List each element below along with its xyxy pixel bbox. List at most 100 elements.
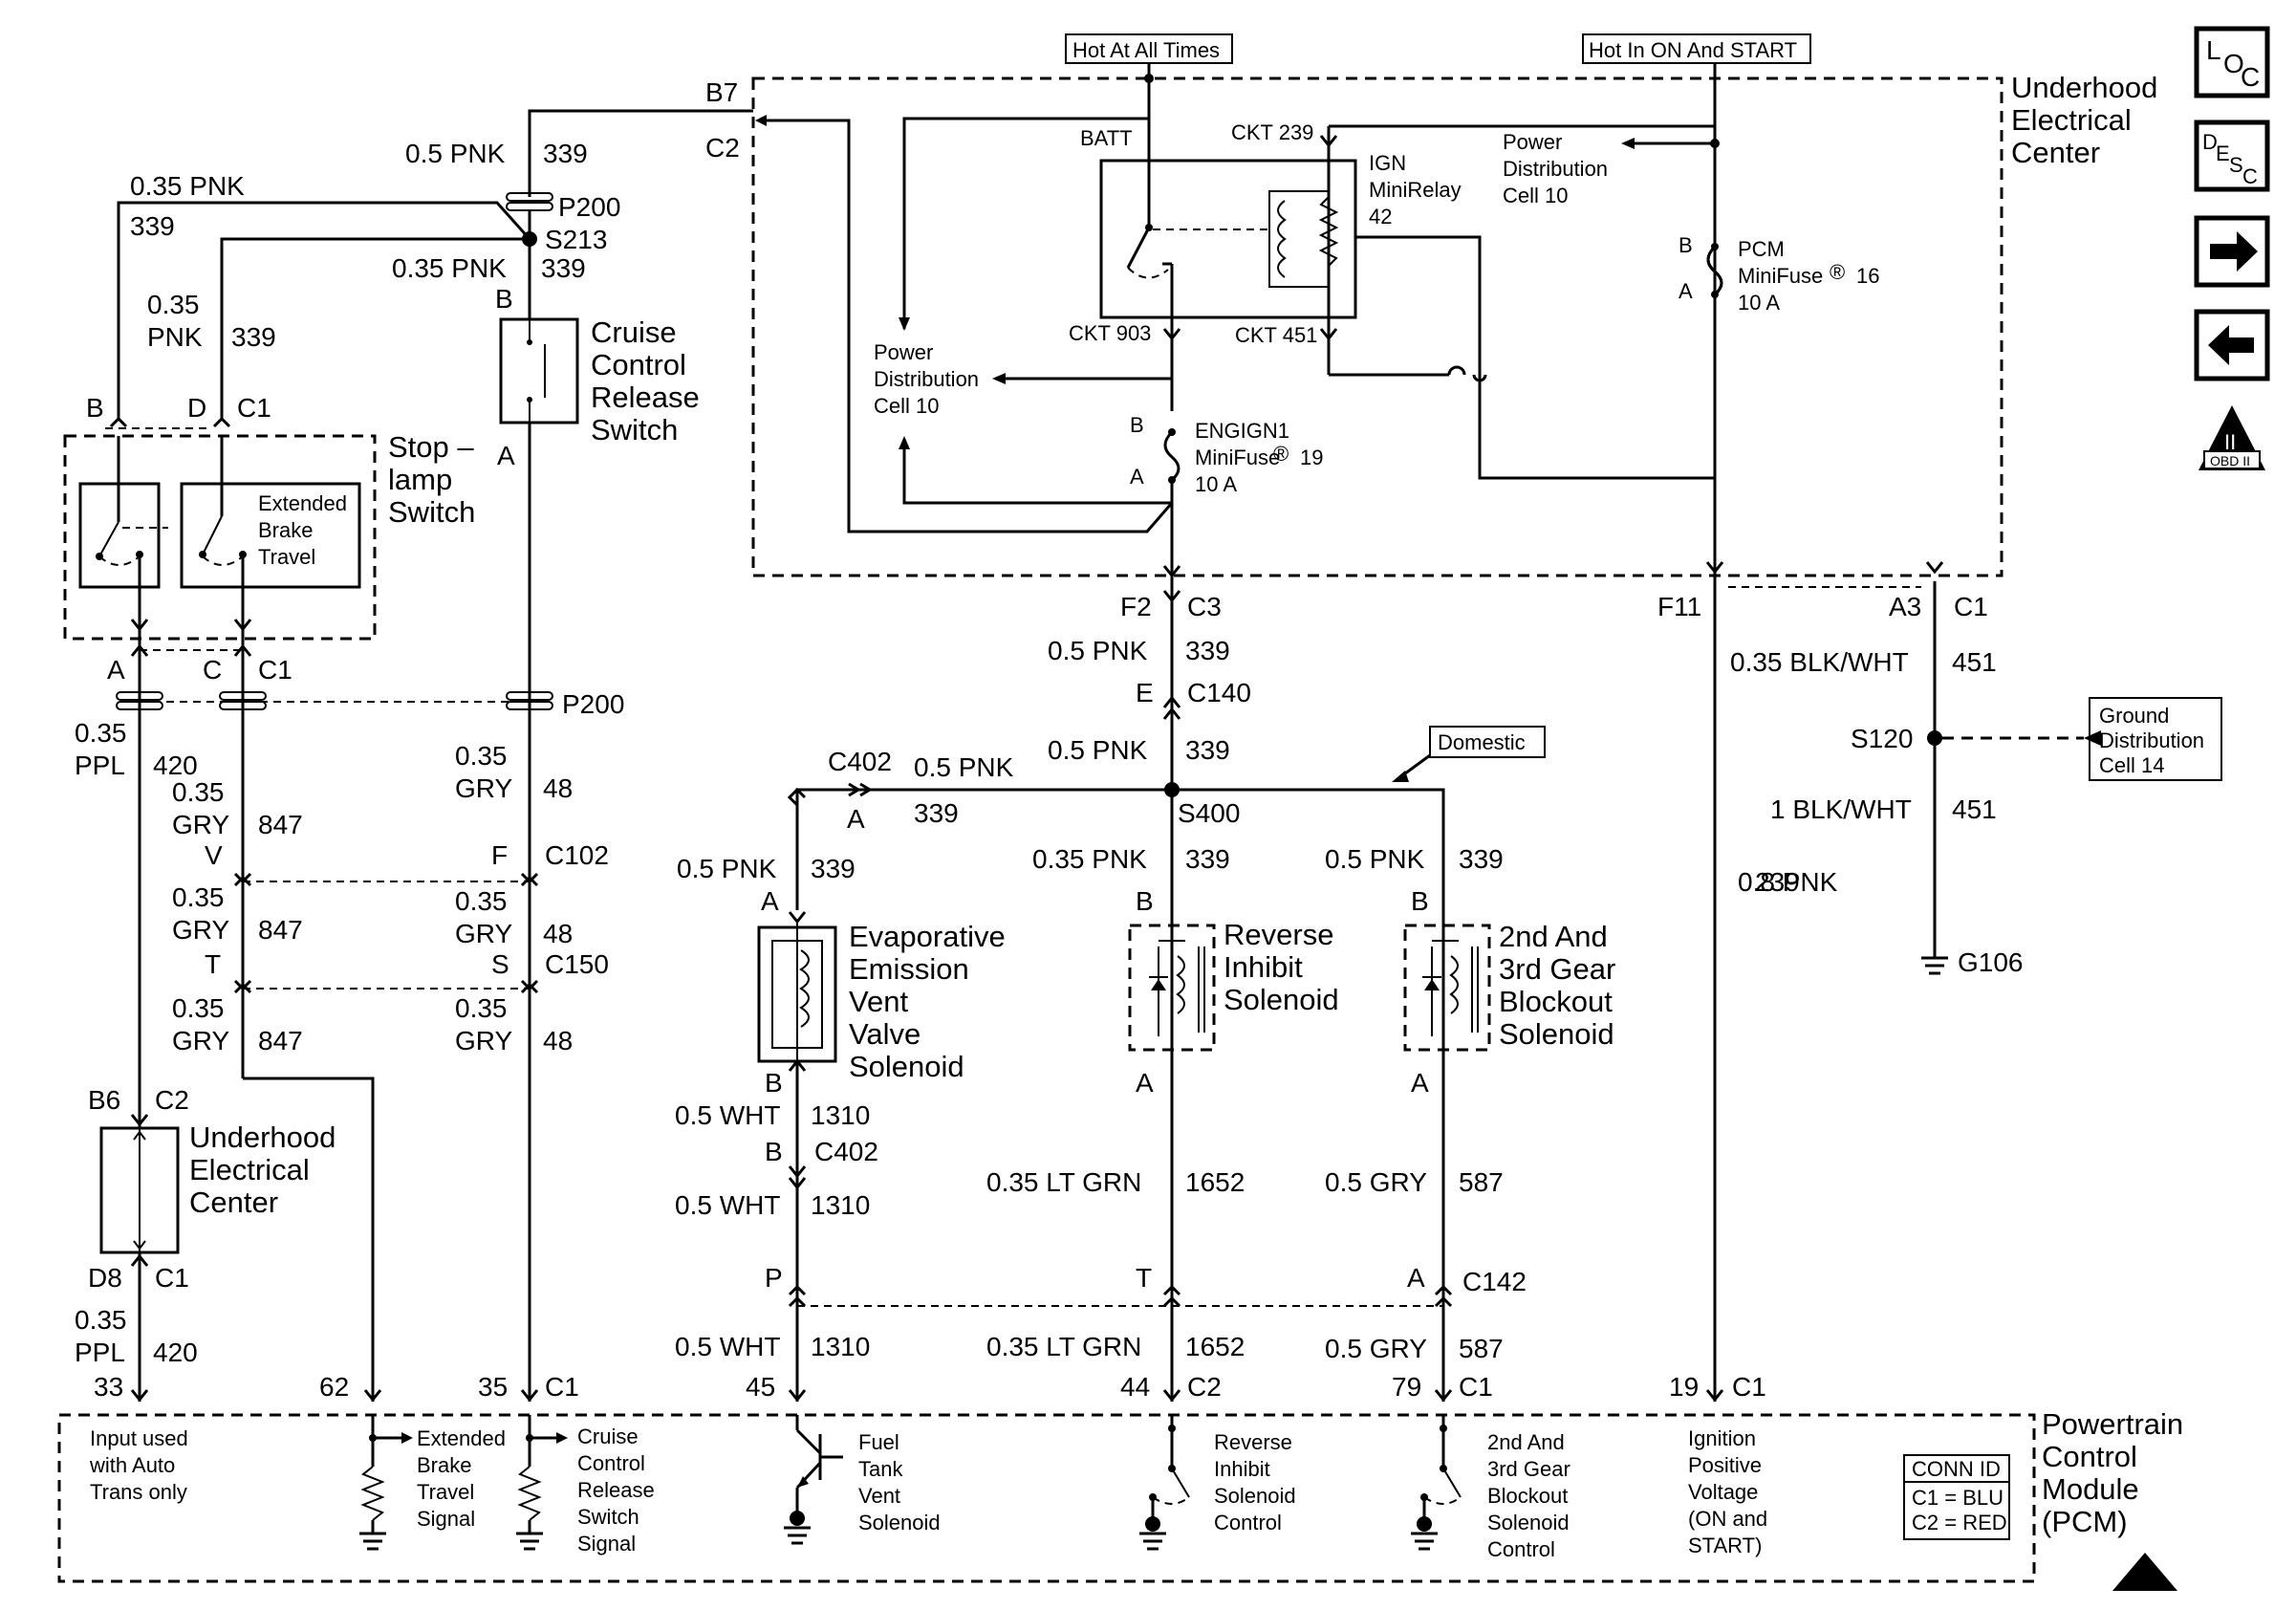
wire-rev-b-circuit: 339 (1185, 844, 1230, 874)
arrow-left-icon (2208, 325, 2254, 365)
conn-stop-a: A (107, 655, 125, 685)
cruise-sig-5: Signal (577, 1532, 636, 1556)
conn-s: S (491, 949, 509, 979)
input-note-2: with Auto (89, 1453, 175, 1477)
wire-blkwht1-circuit: 451 (1952, 647, 1997, 677)
loc-letter-c: C (2241, 62, 2260, 92)
wire-gry48-1-g2: GRY (455, 773, 512, 803)
wire-c3-gauge: 0.5 PNK (1048, 636, 1148, 665)
conn-p200-top: P200 (558, 192, 620, 222)
wire-gry48-1-circuit: 48 (543, 773, 573, 803)
obd-roman: II (2224, 430, 2236, 454)
conn-rev-a: A (1136, 1068, 1154, 1098)
second-3: Blockout (1499, 985, 1613, 1018)
ext-brake-sig-4: Signal (417, 1507, 475, 1531)
conn-b6: B6 (88, 1085, 120, 1115)
conn-c1-uec: C1 (155, 1263, 189, 1293)
desc-letter-d: D (2202, 130, 2218, 154)
pin-33: 33 (94, 1372, 123, 1402)
rev-ctrl-1: Reverse (1214, 1430, 1292, 1454)
pcm-fuse-name: PCM (1738, 237, 1785, 261)
conn-stop-c1-2: C1 (258, 655, 292, 685)
pdc-left-3: Cell 10 (874, 394, 939, 418)
wire-gry-c3-g2: GRY (172, 1026, 229, 1055)
left-section-wiring: B7 C2 0.5 PNK 339 P200 S213 0.35 PNK 339… (63, 77, 753, 1377)
conn-e: E (1136, 678, 1154, 707)
wire-gry-c2-circuit: 847 (258, 915, 303, 945)
ign-volt-2: Positive (1688, 1453, 1762, 1477)
ext-brake-sig-2: Brake (417, 1453, 471, 1477)
cruise-1: Cruise (591, 315, 677, 349)
conn-d8: D8 (88, 1263, 122, 1293)
wire-gry48-3-g1: 0.35 (455, 993, 508, 1023)
side-button-desc[interactable]: D E S C (2194, 120, 2270, 192)
conn-rev-b: B (1136, 886, 1154, 916)
pin-79: 79 (1392, 1372, 1421, 1402)
wire-ppl-a-g1: 0.35 (75, 718, 127, 748)
eng-fuse-num: 19 (1300, 446, 1323, 469)
splice-s400: S400 (1178, 798, 1240, 828)
ign-relay-3: 42 (1369, 205, 1392, 228)
eng-fuse-mini: MiniFuse (1195, 446, 1280, 469)
pdc-left-1: Power (874, 340, 933, 364)
conn-t142: T (1136, 1263, 1152, 1293)
wire-c402-gauge: 0.5 PNK (914, 752, 1014, 782)
eng-fuse-b: B (1130, 413, 1144, 437)
wire-ppl-a-g2: PPL (75, 751, 125, 780)
ign-volt-3: Voltage (1688, 1480, 1758, 1504)
pcm-title-3: Module (2042, 1472, 2139, 1506)
blockout-ctrl-4: Solenoid (1487, 1511, 1570, 1534)
desc-letter-e: E (2216, 141, 2230, 165)
underhood-electrical-center-top: Underhood Electrical Center (751, 71, 2157, 577)
eng-fuse-a: A (1130, 465, 1144, 489)
wire-blkwht2-gauge: 1 BLK/WHT (1770, 794, 1912, 824)
eng-fuse-name: ENGIGN1 (1195, 419, 1289, 443)
wire-evap-a-circuit: 339 (811, 854, 856, 883)
conn-a402: A (847, 804, 865, 834)
ckt239-label: CKT 239 (1231, 120, 1313, 144)
wire-pnk239-circuit: 239 (1755, 867, 1800, 897)
previous-page-button[interactable] (2194, 309, 2270, 381)
conn-cruise-a: A (497, 441, 515, 470)
blockout-ctrl-5: Control (1487, 1537, 1555, 1561)
pin-c2: C2 (1187, 1372, 1222, 1402)
wire-ltgrn1-gauge: 0.35 LT GRN (986, 1167, 1141, 1197)
next-page-button[interactable] (2194, 215, 2270, 288)
pin-19: 19 (1669, 1372, 1699, 1402)
uec-left-1: Underhood (189, 1120, 336, 1154)
wire-gry-c3-g1: 0.35 (172, 993, 225, 1023)
conn-id-c1: C1 = BLU (1912, 1486, 2004, 1510)
reverse-3: Solenoid (1224, 983, 1339, 1016)
obd-ii-button[interactable]: II OBD II (2199, 405, 2265, 470)
hot-at-all-times-label: Hot At All Times (1072, 38, 1220, 62)
evap-3: Vent (849, 985, 908, 1018)
wire-ltgrn2-circuit: 1652 (1185, 1332, 1245, 1361)
side-button-loc[interactable]: L O C (2194, 26, 2270, 98)
right-column-wiring: F11 0.8 PNK 239 A3 C1 0.35 BLK/WHT 451 S… (1657, 581, 2222, 1377)
ext-brake-1: Extended (258, 491, 347, 515)
ckt451-label: CKT 451 (1235, 323, 1317, 347)
pin-45: 45 (746, 1372, 775, 1402)
conn-evap-a: A (761, 886, 779, 916)
ground-g106: G106 (1958, 947, 2024, 977)
blockout-ctrl-3: Blockout (1487, 1484, 1568, 1508)
wire-c402-circuit: 339 (914, 798, 959, 828)
desc-letter-c: C (2242, 164, 2258, 188)
wire-blkwht1-gauge: 0.35 BLK/WHT (1730, 647, 1909, 677)
ext-brake-2: Brake (258, 518, 313, 542)
wire-pnk239-gauge: 0.8 PNK (1738, 867, 1838, 897)
wire-035pnk-left-gauge: 0.35 PNK (130, 171, 245, 201)
wire-ltgrn1-circuit: 1652 (1185, 1167, 1245, 1197)
ext-brake-sig-1: Extended (417, 1426, 506, 1450)
fuel-tank-1: Fuel (858, 1430, 899, 1454)
wire-gry48-3-circuit: 48 (543, 1026, 573, 1055)
wire-ppl-b-g2: PPL (75, 1338, 125, 1367)
domestic-label: Domestic (1438, 730, 1526, 754)
wire-ppl-b-g1: 0.35 (75, 1305, 127, 1335)
wire-rev-b-gauge: 0.35 PNK (1032, 844, 1147, 874)
blockout-ctrl-1: 2nd And (1487, 1430, 1565, 1454)
batt-label: BATT (1080, 126, 1133, 150)
power-rail-labels: Hot At All Times Hot In ON And START (1065, 33, 1811, 64)
loc-letter-o: O (2223, 49, 2244, 78)
conn-p200-mid: P200 (562, 689, 624, 719)
